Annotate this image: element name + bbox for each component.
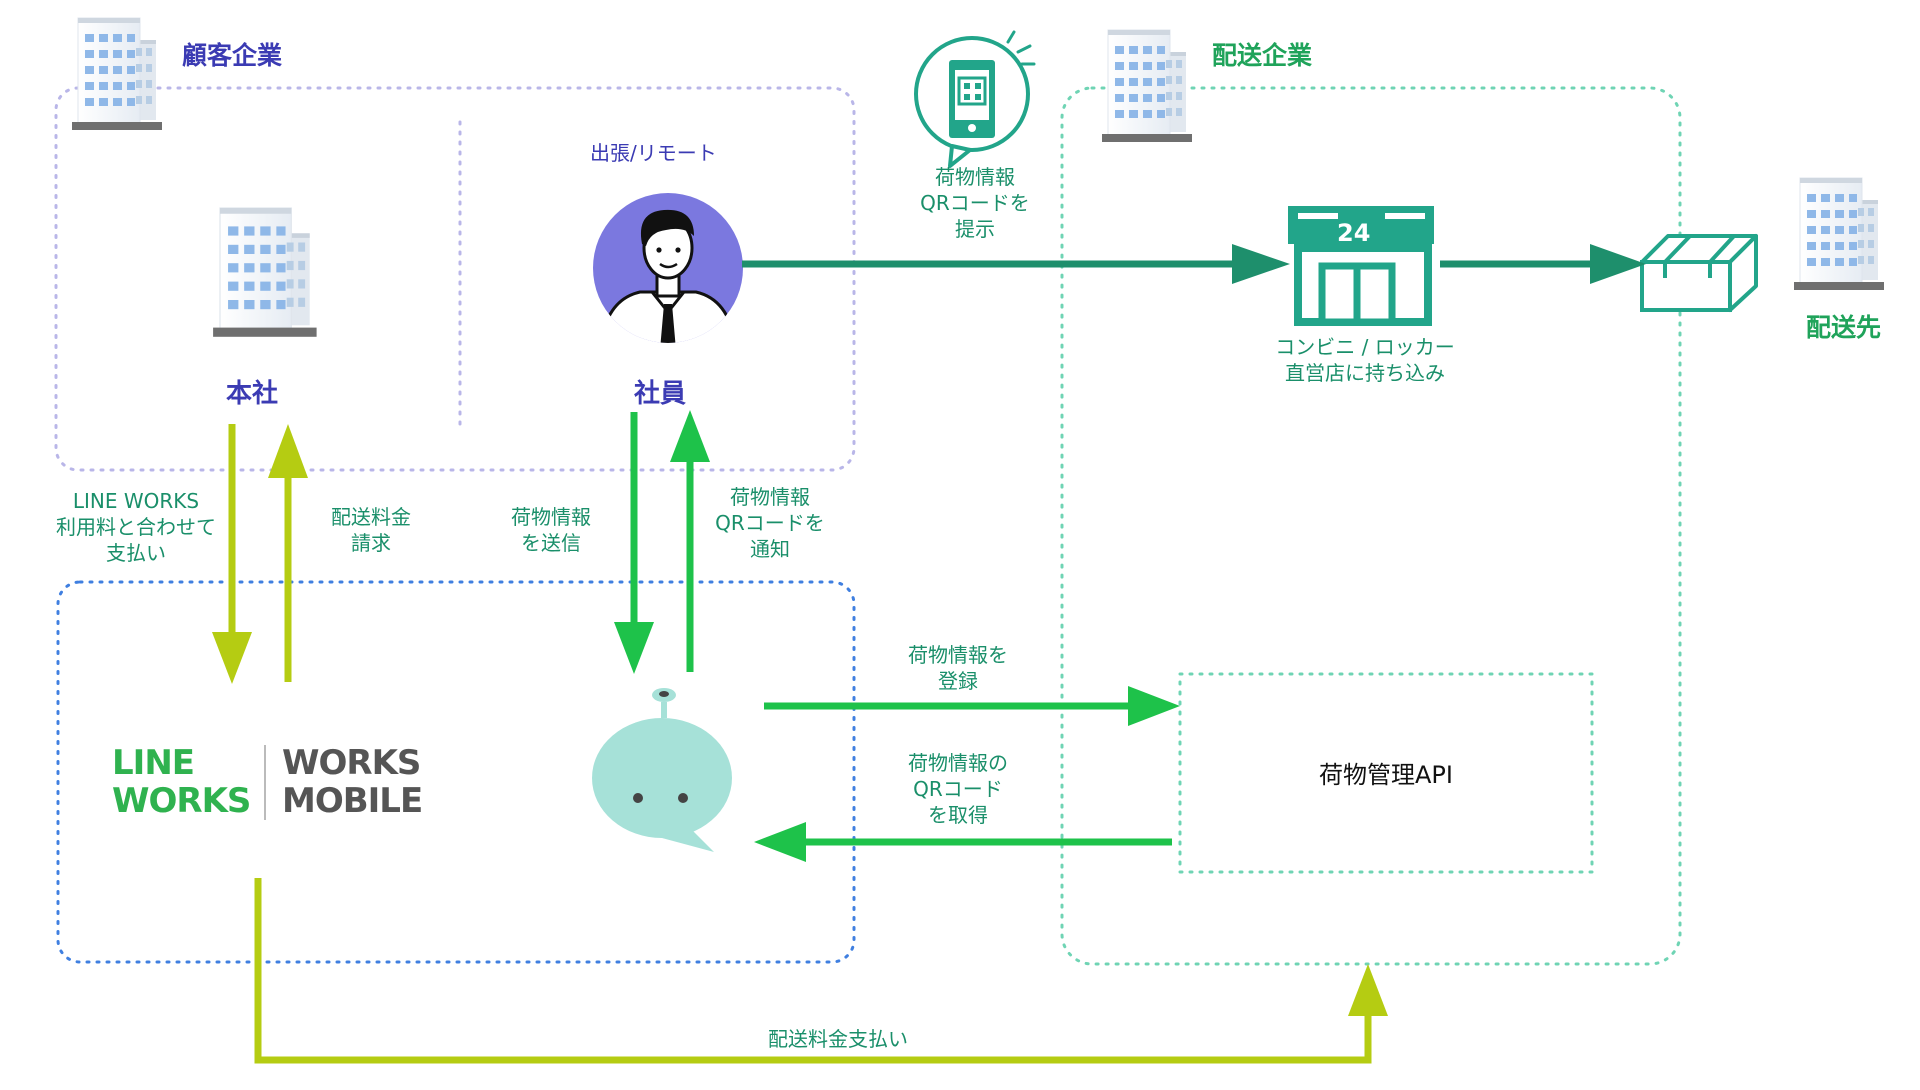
head-office-label: 本社: [226, 379, 279, 409]
customer-building-icon: [71, 17, 163, 131]
qr-present-line2: QRコードを: [920, 191, 1030, 215]
get-qr-label: 荷物情報の QRコード を取得: [888, 750, 1028, 828]
arrow-pay-delivery: [254, 878, 1388, 1064]
notify-qr-label: 荷物情報 QRコードを 通知: [700, 484, 840, 562]
notify-qr-line1: 荷物情報: [730, 485, 810, 509]
chatbot-icon: [592, 688, 732, 852]
get-qr-line1: 荷物情報の: [908, 751, 1008, 775]
phone-qr-icon: [914, 30, 1036, 168]
arrow-notify-qr: [670, 410, 710, 672]
head-office-building-icon: [212, 207, 318, 338]
destination-building-icon: [1793, 177, 1885, 291]
logo-right-line1: WORKS: [282, 743, 421, 783]
qr-present-line1: 荷物情報: [935, 165, 1015, 189]
api-label: 荷物管理API: [1319, 761, 1453, 789]
delivery-building-icon: [1101, 29, 1193, 143]
pay-with-lw-label: LINE WORKS 利用料と合わせて 支払い: [36, 488, 236, 566]
employee-avatar-icon: [593, 193, 743, 343]
logo-left-line2: WORKS: [112, 781, 251, 822]
arrow-pay-with-lw: [212, 424, 252, 684]
arrow-get-qr: [754, 822, 1172, 862]
qr-present-label: 荷物情報 QRコードを 提示: [900, 164, 1050, 242]
send-info-label: 荷物情報 を送信: [496, 504, 606, 556]
store-label-line1: コンビニ / ロッカー: [1275, 335, 1455, 359]
store-label-line2: 直営店に持ち込み: [1285, 361, 1445, 385]
notify-qr-line2: QRコードを: [715, 511, 825, 535]
arrow-send-info: [614, 412, 654, 674]
delivery-company-group: [1060, 86, 1682, 966]
destination-title: 配送先: [1806, 313, 1882, 342]
register-line1: 荷物情報を: [908, 643, 1008, 667]
package-icon: [1640, 234, 1758, 312]
notify-qr-line3: 通知: [750, 537, 790, 561]
api-box: [1178, 672, 1594, 874]
remote-label: 出張/リモート: [590, 141, 717, 165]
send-info-line1: 荷物情報: [511, 505, 591, 529]
bill-line1: 配送料金: [331, 505, 411, 529]
delivery-company-title: 配送企業: [1212, 41, 1313, 70]
logo-left-line1: LINE: [112, 743, 195, 783]
convenience-store-icon: [1288, 206, 1434, 326]
store-label: コンビニ / ロッカー 直営店に持ち込み: [1260, 334, 1470, 386]
logo-right-line2: MOBILE: [282, 781, 423, 822]
arrow-employee-to-store: [742, 244, 1290, 284]
line-works-logo: LINE WORKS: [112, 743, 251, 822]
pay-with-lw-line1: LINE WORKS: [72, 489, 200, 513]
employee-label: 社員: [634, 379, 687, 409]
send-info-line2: を送信: [521, 531, 581, 555]
store-sign-number: 24: [1337, 219, 1371, 247]
arrow-store-to-package: [1440, 244, 1646, 284]
bill-line2: 請求: [351, 531, 391, 555]
bill-label: 配送料金 請求: [316, 504, 426, 556]
register-line2: 登録: [938, 669, 978, 693]
works-mobile-logo: WORKS MOBILE: [282, 743, 423, 822]
arrow-register: [764, 686, 1180, 726]
pay-with-lw-line3: 支払い: [106, 541, 166, 565]
get-qr-line3: を取得: [928, 803, 988, 827]
line-works-group: [56, 580, 856, 964]
customer-company-title: 顧客企業: [182, 41, 283, 70]
arrow-bill: [268, 424, 308, 682]
register-label: 荷物情報を 登録: [888, 642, 1028, 694]
pay-with-lw-line2: 利用料と合わせて: [56, 515, 216, 539]
get-qr-line2: QRコード: [913, 777, 1003, 801]
pay-delivery-label: 配送料金支払い: [768, 1027, 908, 1051]
qr-present-line3: 提示: [955, 217, 995, 241]
